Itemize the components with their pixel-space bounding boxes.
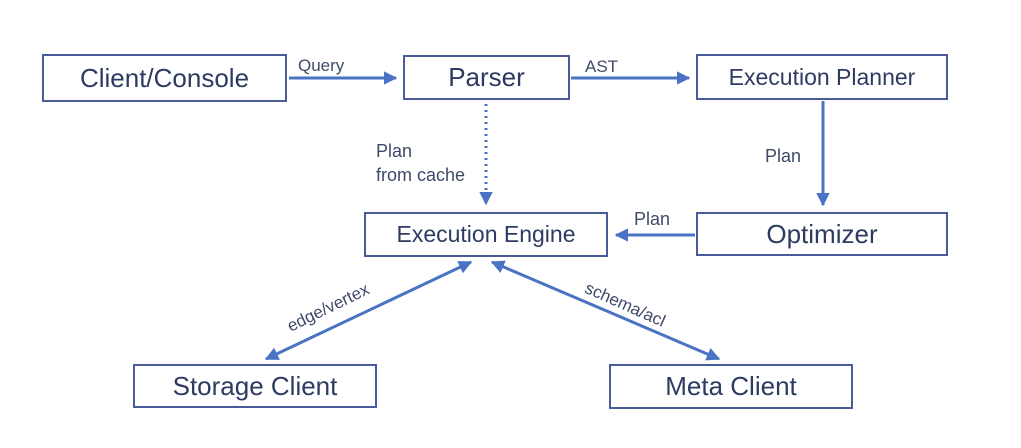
node-parser: Parser: [403, 55, 570, 100]
arrow-engine-meta-bidirectional: [490, 260, 721, 361]
node-execution-engine: Execution Engine: [364, 212, 608, 257]
edge-label-schema-acl: schema/acl: [582, 278, 669, 331]
edge-label-edge-vertex: edge/vertex: [284, 279, 373, 336]
node-optimizer: Optimizer: [696, 212, 948, 256]
edge-label-ast: AST: [585, 57, 619, 76]
edge-label-plan-optimizer: Plan: [634, 209, 671, 229]
edge-label-plan-planner: Plan: [765, 146, 802, 166]
node-execution-planner: Execution Planner: [696, 54, 948, 100]
edge-label-plan-from-cache-line1: Plan: [376, 141, 413, 161]
edge-label-plan-from-cache: Plan from cache: [376, 139, 465, 188]
node-meta-client: Meta Client: [609, 364, 853, 409]
node-client-console: Client/Console: [42, 54, 287, 102]
edge-label-query: Query: [298, 56, 345, 75]
arrow-engine-storage-bidirectional: [264, 260, 473, 361]
node-storage-client: Storage Client: [133, 364, 377, 408]
edge-label-plan-from-cache-line2: from cache: [376, 165, 466, 186]
